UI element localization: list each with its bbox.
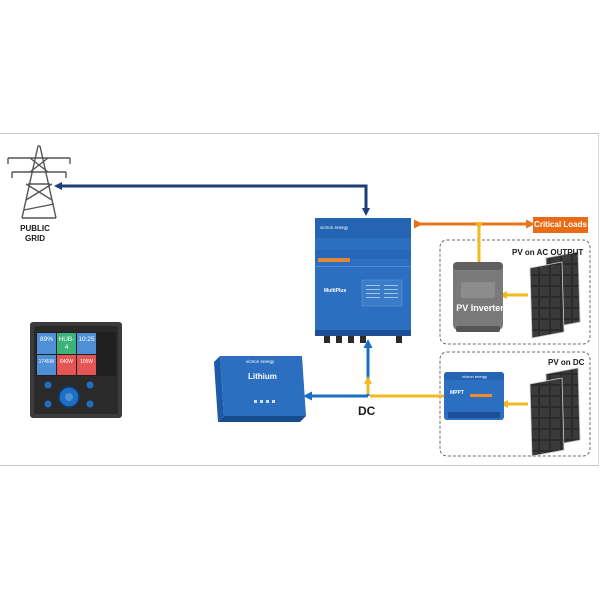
dc-bus-label: DC [358,404,376,418]
battery-brand: victron energy [246,359,275,364]
power-pylon-icon [7,145,71,219]
pv-inverter [453,262,503,332]
mppt-brand: victron energy [462,374,488,379]
lithium-battery [214,356,306,422]
public-grid-label: PUBLIC GRID [20,224,50,243]
pv-ac-group-box [439,239,591,345]
battery-model: Lithium [248,372,277,381]
gx-control-panel [30,322,122,418]
pv-dc-group-box [439,351,591,457]
gx-tile-battery: 89% [39,336,53,343]
gx-tile-mode: HUB-4 [58,336,75,351]
critical-loads-badge: Critical Loads [533,217,588,233]
multiplus-brand: victron energy [320,225,349,230]
mppt-charger [444,372,504,420]
gx-tile-pv: 105W [79,359,94,365]
multiplus-model: MultiPlus [324,288,347,294]
mppt-model: MPPT [450,390,464,396]
diagram-frame [0,133,599,466]
gx-tile-loads: 640W [59,359,74,365]
pv-ac-output-label: PV on AC OUTPUT [512,248,584,257]
grid-connection-line [54,182,368,212]
gx-tile-ac-in: 1745W [38,359,55,365]
pv-inverter-label: PV Inverter [456,303,504,313]
gx-tile-time: 10:25 [78,336,95,343]
pv-dc-label: PV on DC [548,358,585,367]
solar-panel-dc-icon [529,367,581,457]
multiplus-inverter [315,218,411,343]
solar-panel-ac-icon [529,251,581,339]
